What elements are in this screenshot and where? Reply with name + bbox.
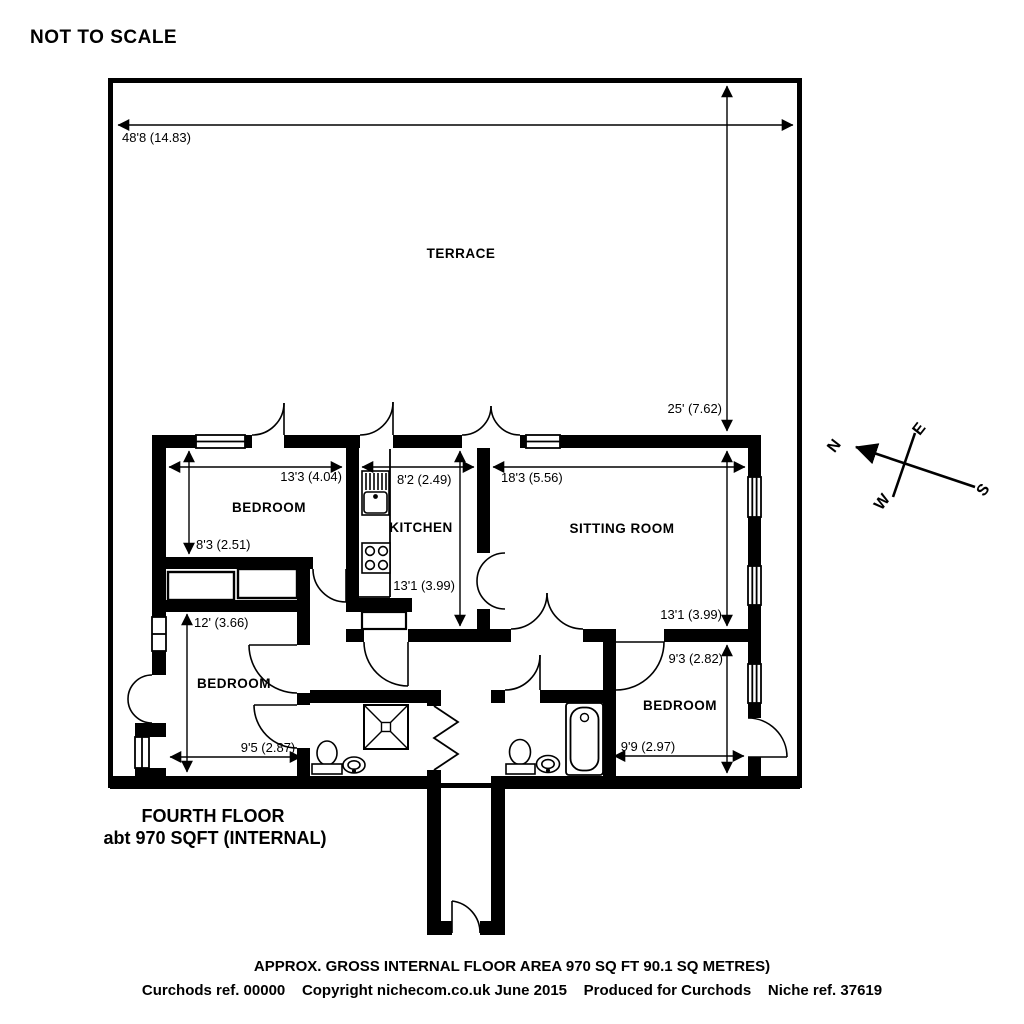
door-entrance [451,900,481,934]
door-bedroom2-shower [253,704,298,749]
dim-bedroom1-width-label: 13'3 (4.04) [280,469,342,484]
door-sitting-terrace-french [461,405,521,436]
door-bedroom1-inner [312,568,347,603]
closet-right [236,567,299,600]
window-bedroom3-right [747,663,762,704]
terrace-label: TERRACE [427,246,496,261]
compass-needle [854,443,976,489]
floor-area: abt 970 SQFT (INTERNAL) [103,828,326,848]
dim-bedroom2-width-label: 9'5 (2.87) [241,740,296,755]
toilet-shower-room [311,740,343,775]
kitchen-cupboard [360,610,408,631]
dim-bedroom3-width-label: 9'9 (2.97) [621,739,676,754]
bathtub [565,702,604,776]
dim-terrace-width-label: 48'8 (14.83) [122,130,191,145]
window-bedroom1-top [195,434,246,449]
dim-terrace-depth-label: 25' (7.62) [667,401,722,416]
footer-credits-line: Curchods ref. 00000 Copyright nichecom.c… [142,982,882,999]
dim-bedroom2-height-label: 12' (3.66) [194,615,249,630]
floor-title: FOURTH FLOOR [142,806,285,826]
windows [134,434,762,769]
dim-bedroom3-height-label: 9'3 (2.82) [668,651,723,666]
dim-kitchen-width-label: 8'2 (2.49) [397,472,452,487]
kitchen-sink [361,470,390,516]
door-kitchen-hall [363,641,409,687]
compass-n-label: N [824,436,845,456]
window-sitting-right-1 [747,476,762,518]
toilet-bathroom [505,738,536,775]
doors [127,401,788,934]
door-bedroom1-terrace [251,402,285,436]
closet-left [166,570,236,602]
sink-shower-room [342,756,366,774]
building-walls [110,435,800,935]
folding-door-shower [432,705,460,771]
sitting-room-label: SITTING ROOM [570,521,675,536]
compass: N E W S [824,420,993,514]
kitchen-label: KITCHEN [389,520,453,535]
compass-s-label: S [973,481,993,500]
compass-w-label: W [871,490,894,513]
dim-kitchen-height-label: 13'1 (3.99) [393,578,455,593]
door-kitchen-sitting [476,552,506,610]
terrace-outline [108,78,802,788]
window-corner-left [134,736,150,769]
window-sitting-top [525,434,561,449]
door-bathroom-hall [504,654,541,691]
bedroom1-label: BEDROOM [232,500,306,515]
not-to-scale-label: NOT TO SCALE [30,27,177,48]
footer-area-line: APPROX. GROSS INTERNAL FLOOR AREA 970 SQ… [254,958,770,975]
door-bedroom3-terrace [747,717,788,758]
dim-sitting-height-label: 13'1 (3.99) [660,607,722,622]
door-bedroom3-hall [615,641,665,691]
compass-crossbar [891,432,917,498]
door-bedroom2-hall [248,644,298,694]
door-kitchen-terrace [359,401,394,436]
window-sitting-right-2 [747,565,762,606]
kitchen-hob [361,542,391,574]
dimension-lines [117,85,794,774]
door-sitting-hall-double [510,592,584,630]
bedroom3-label: BEDROOM [643,698,717,713]
bedroom2-label: BEDROOM [197,676,271,691]
dim-sitting-width-label: 18'3 (5.56) [501,470,563,485]
compass-e-label: E [909,420,929,439]
dim-bedroom1-height-label: 8'3 (2.51) [196,537,251,552]
shower [363,704,409,750]
sink-bathroom [535,754,561,774]
door-bedroom2-terrace-french [127,674,153,724]
window-bedroom2-left [151,616,167,652]
fixtures [166,449,604,776]
